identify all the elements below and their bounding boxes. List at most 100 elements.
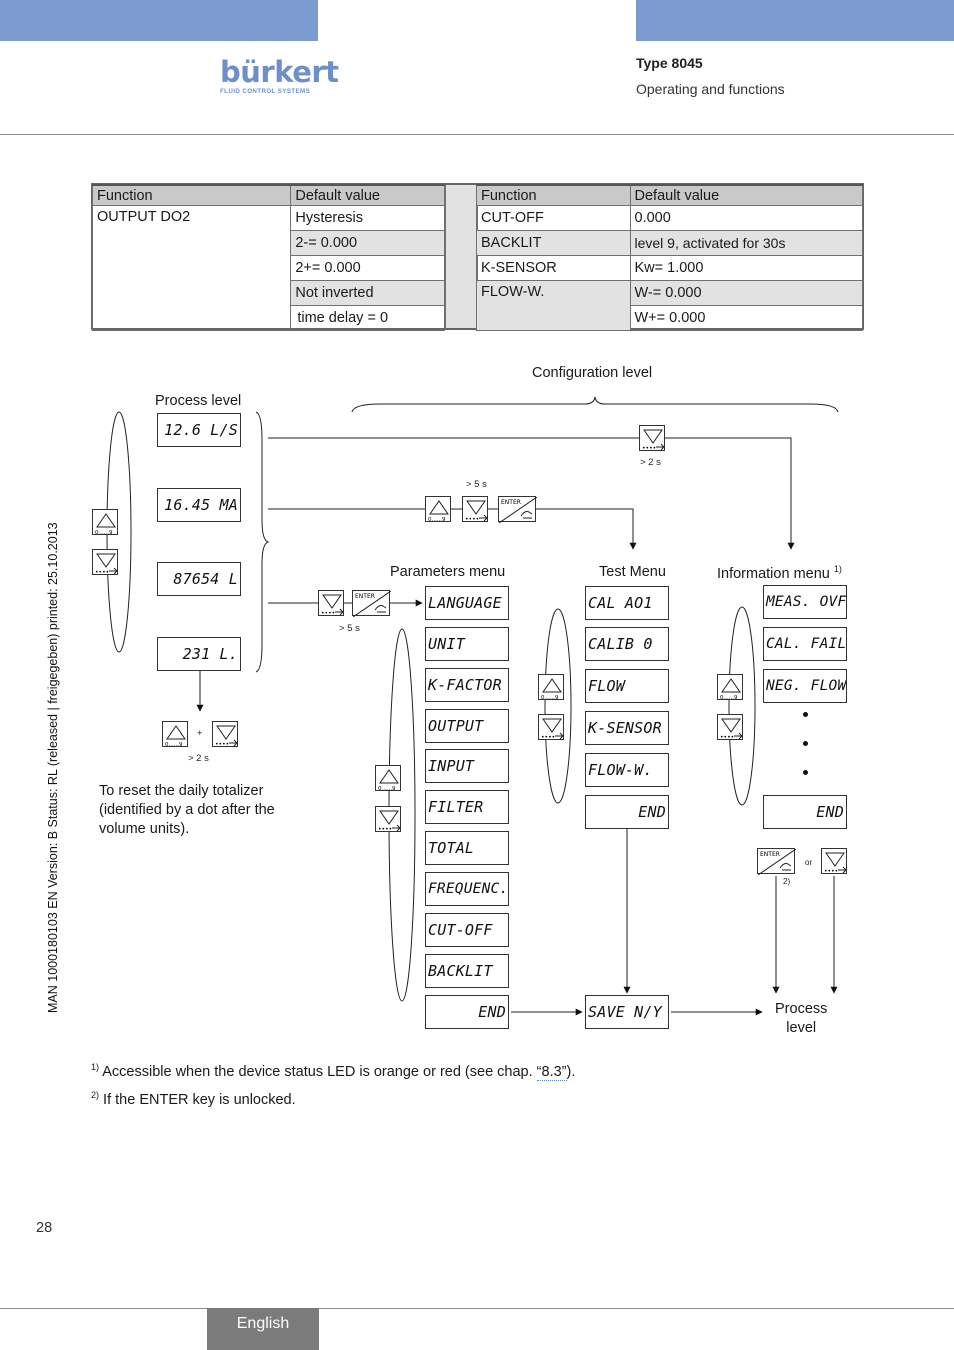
select-key: •••• [538,714,564,741]
svg-text:••••: •••• [95,569,109,576]
svg-text:••••: •••• [215,741,229,748]
process-return-line1: Process [775,1001,828,1017]
svg-text:••••: •••• [465,516,479,523]
header-divider [0,134,954,135]
up-arrow-icon: 0......9 [720,678,741,701]
function-cell: CUT-OFF [476,205,631,231]
process-level-label: Process level [155,393,242,409]
enter-key: ENTER [498,496,537,523]
param-menu-item: FREQUENC. [425,872,509,906]
language-tab[interactable]: English [207,1308,319,1350]
value-cell: W-= 0.000 [629,280,863,306]
enter-footnote-mark: 2) [783,877,791,886]
col-header-default: Default value [290,184,445,206]
svg-text:••••: •••• [321,610,335,617]
footnote-end: ). [566,1063,576,1080]
information-menu-label: Information menu 1) [717,564,842,582]
down-arrow-icon: •••• [824,852,847,875]
footer-divider [0,1308,954,1309]
test-menu-item: FLOW [585,669,669,703]
up-key: 0......9 [538,674,564,701]
enter-key: ENTER [757,848,796,875]
param-menu-item: K-FACTOR [425,668,509,702]
down-arrow-icon: •••• [720,718,743,741]
continuation-dot [803,712,808,717]
info-menu-item: MEAS. OVF [763,585,847,619]
col-header-function: Function [91,184,292,206]
parameters-menu-label: Parameters menu [390,564,506,580]
footnote-text: Accessible when the device status LED is… [99,1063,537,1080]
logo-tagline: FLUID CONTROL SYSTEMS [220,88,311,95]
enter-hand-icon: ENTER [499,497,537,523]
reset-note-line: (identified by a dot after the [99,802,275,818]
test-menu-label: Test Menu [599,564,666,580]
up-arrow-icon: 0......9 [428,500,449,523]
save-confirm-display: SAVE N/Y [585,995,669,1029]
page-number: 28 [36,1220,53,1236]
document-subtitle: Operating and functions [636,81,785,97]
param-menu-item: CUT-OFF [425,913,509,947]
up-arrow-icon: 0......9 [541,678,562,701]
svg-text:••••: •••• [824,868,838,875]
info-menu-item: CAL. FAIL [763,627,847,661]
param-menu-item: LANGUAGE [425,586,509,620]
value-cell: time delay = 0 [290,305,445,331]
param-menu-item: UNIT [425,627,509,661]
test-menu-item: CALIB 0 [585,627,669,661]
down-arrow-icon: •••• [215,725,238,748]
svg-text:0......9: 0......9 [541,695,559,701]
param-menu-item: INPUT [425,749,509,783]
hold-2s-label: > 2 s [640,457,661,468]
hold-5s-label: > 5 s [339,623,360,634]
down-arrow-icon: •••• [541,718,564,741]
process-display: 231 L. [157,637,241,671]
svg-text:0......9: 0......9 [95,530,113,536]
up-arrow-icon: 0......9 [378,769,399,792]
col-header-function: Function [476,184,631,206]
svg-text:0......9: 0......9 [165,742,183,748]
function-cell: FLOW-W. [476,280,631,331]
enter-hand-icon: ENTER [353,591,391,617]
process-return-line2: level [786,1020,817,1036]
process-return-label: Process level [775,1000,827,1038]
reset-totalizer-note: To reset the daily totalizer (identified… [99,782,275,839]
select-key: •••• [212,721,238,748]
information-menu-text: Information menu [717,565,830,582]
svg-text:••••: •••• [378,826,392,833]
down-arrow-icon: •••• [321,594,344,617]
svg-text:ENTER: ENTER [501,499,521,506]
process-display: 12.6 L/S [157,413,241,447]
defaults-table-right: Function Default value CUT-OFF 0.000 BAC… [476,184,863,331]
reset-note-line: To reset the daily totalizer [99,783,264,799]
test-menu-item: FLOW-W. [585,753,669,787]
test-menu-item: CAL AO1 [585,586,669,620]
svg-text:0......9: 0......9 [720,695,738,701]
document-metadata-vertical: MAN 1000180103 EN Version: B Status: RL … [46,522,60,1013]
select-key: •••• [462,496,488,523]
enter-hand-icon: ENTER [758,849,796,875]
param-menu-item: OUTPUT [425,709,509,743]
header-bar-right [636,0,954,41]
svg-text:0......9: 0......9 [378,786,396,792]
svg-text:••••: •••• [720,734,734,741]
down-arrow-icon: •••• [465,500,488,523]
footnote-2: 2) If the ENTER key is unlocked. [91,1086,296,1110]
test-menu-item: K-SENSOR [585,711,669,745]
select-key: •••• [92,549,118,576]
configuration-level-label: Configuration level [532,365,653,381]
value-cell: Not inverted [290,280,445,306]
value-cell: 2+= 0.000 [290,255,445,281]
chapter-link[interactable]: “8.3” [536,1063,567,1081]
svg-text:ENTER: ENTER [355,593,375,600]
svg-text:0......9: 0......9 [428,517,446,523]
select-key: •••• [717,714,743,741]
burkert-logo: bürkert FLUID CONTROL SYSTEMS [220,57,339,95]
down-arrow-icon: •••• [642,429,665,452]
or-label: or [805,858,813,867]
hold-2s-label: > 2 s [188,753,209,764]
param-menu-item: TOTAL [425,831,509,865]
select-key: •••• [318,590,344,617]
footnote-mark: 1) [833,564,842,574]
function-cell: OUTPUT DO2 [91,205,292,331]
footnote-mark: 1) [91,1062,100,1072]
